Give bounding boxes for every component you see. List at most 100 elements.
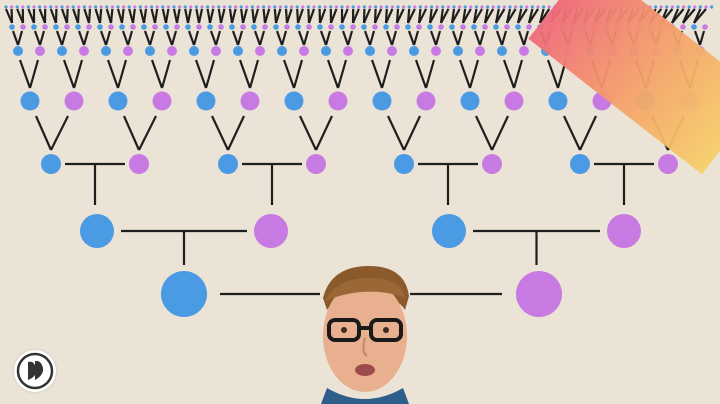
maternal-ancestor-node bbox=[460, 24, 466, 30]
connector-line bbox=[252, 8, 260, 24]
paternal-ancestor-node bbox=[452, 5, 456, 9]
connector-line bbox=[693, 8, 707, 24]
connector-line bbox=[528, 8, 539, 24]
paternal-ancestor-node bbox=[13, 46, 23, 56]
connector-line bbox=[121, 30, 130, 46]
paternal-ancestor-node bbox=[38, 5, 42, 9]
maternal-ancestor-node bbox=[458, 5, 462, 9]
maternal-ancestor-node bbox=[343, 46, 353, 56]
maternal-ancestor-node bbox=[519, 46, 529, 56]
connector-line bbox=[38, 30, 46, 46]
connector-line bbox=[506, 8, 517, 24]
connector-line bbox=[468, 59, 480, 89]
paternal-ancestor-node bbox=[4, 5, 8, 9]
maternal-ancestor-node bbox=[659, 5, 663, 9]
paternal-ancestor-node bbox=[383, 24, 389, 30]
maternal-ancestor-node bbox=[394, 24, 400, 30]
paternal-ancestor-node bbox=[486, 5, 490, 9]
connector-line bbox=[370, 59, 384, 89]
maternal-ancestor-node bbox=[504, 91, 524, 111]
connector-line bbox=[297, 30, 306, 46]
maternal-ancestor-node bbox=[306, 24, 312, 30]
maternal-ancestor-node bbox=[152, 91, 172, 111]
connector-line bbox=[462, 8, 472, 24]
connector-line bbox=[282, 59, 296, 89]
maternal-ancestor-node bbox=[416, 91, 436, 111]
maternal-ancestor-node bbox=[130, 24, 136, 30]
paternal-ancestor-node bbox=[691, 24, 697, 30]
paternal-ancestor-node bbox=[317, 24, 323, 30]
paternal-ancestor-node bbox=[183, 5, 187, 9]
maternal-ancestor-node bbox=[547, 5, 551, 9]
connector-line bbox=[456, 30, 464, 46]
paternal-ancestor-node bbox=[49, 5, 53, 9]
paternal-ancestor-node bbox=[407, 5, 411, 9]
paternal-ancestor-node bbox=[41, 154, 61, 174]
paternal-ancestor-node bbox=[97, 24, 103, 30]
maternal-ancestor-node bbox=[482, 154, 502, 174]
paternal-ancestor-node bbox=[318, 5, 322, 9]
paternal-ancestor-node bbox=[284, 5, 288, 9]
paternal-ancestor-node bbox=[217, 5, 221, 9]
presenter-face bbox=[305, 258, 425, 404]
paternal-ancestor-node bbox=[127, 5, 131, 9]
maternal-ancestor-node bbox=[166, 5, 170, 9]
connector-line bbox=[150, 59, 164, 89]
maternal-ancestor-node bbox=[475, 46, 485, 56]
paternal-ancestor-node bbox=[471, 24, 477, 30]
connector-line bbox=[126, 30, 134, 46]
connector-line bbox=[336, 59, 348, 89]
paternal-ancestor-node bbox=[497, 5, 501, 9]
maternal-ancestor-node bbox=[607, 214, 641, 248]
maternal-ancestor-node bbox=[306, 154, 326, 174]
connector-line bbox=[693, 30, 702, 46]
maternal-ancestor-node bbox=[129, 154, 149, 174]
connector-line bbox=[396, 8, 405, 24]
paternal-ancestor-node bbox=[427, 24, 433, 30]
paternal-ancestor-node bbox=[515, 24, 521, 30]
maternal-ancestor-node bbox=[196, 24, 202, 30]
maternal-ancestor-node bbox=[502, 5, 506, 9]
paternal-ancestor-node bbox=[339, 24, 345, 30]
maternal-ancestor-node bbox=[99, 5, 103, 9]
maternal-ancestor-node bbox=[702, 24, 708, 30]
connector-line bbox=[473, 8, 483, 24]
connector-line bbox=[429, 30, 438, 46]
maternal-ancestor-node bbox=[312, 5, 316, 9]
maternal-ancestor-node bbox=[482, 24, 488, 30]
maternal-ancestor-node bbox=[438, 24, 444, 30]
connector-line bbox=[698, 30, 706, 46]
connector-line bbox=[209, 30, 218, 46]
maternal-ancestor-node bbox=[670, 5, 675, 9]
maternal-ancestor-node bbox=[144, 5, 148, 9]
maternal-ancestor-node bbox=[174, 24, 180, 30]
connector-line bbox=[324, 30, 332, 46]
connector-line bbox=[104, 30, 112, 46]
maternal-ancestor-node bbox=[402, 5, 406, 9]
paternal-ancestor-node bbox=[508, 5, 512, 9]
paternal-ancestor-node bbox=[396, 5, 400, 9]
paternal-ancestor-node bbox=[228, 5, 232, 9]
connector-line bbox=[241, 8, 248, 24]
maternal-ancestor-node bbox=[372, 24, 378, 30]
connector-line bbox=[28, 59, 40, 89]
connector-line bbox=[319, 30, 328, 46]
paternal-ancestor-node bbox=[277, 46, 287, 56]
paternal-ancestor-node bbox=[374, 5, 378, 9]
maternal-ancestor-node bbox=[43, 5, 47, 9]
connector-line bbox=[87, 8, 92, 24]
connector-line bbox=[62, 59, 76, 89]
paternal-ancestor-node bbox=[306, 5, 310, 9]
connector-line bbox=[390, 30, 398, 46]
maternal-ancestor-node bbox=[108, 24, 114, 30]
connector-line bbox=[131, 8, 136, 24]
connector-line bbox=[175, 8, 181, 24]
paternal-ancestor-node bbox=[250, 5, 254, 9]
connector-line bbox=[296, 8, 304, 24]
connector-line bbox=[329, 8, 338, 24]
connector-line bbox=[579, 115, 597, 151]
maternal-ancestor-node bbox=[122, 5, 126, 9]
maternal-ancestor-node bbox=[516, 271, 562, 317]
maternal-ancestor-node bbox=[222, 5, 226, 9]
